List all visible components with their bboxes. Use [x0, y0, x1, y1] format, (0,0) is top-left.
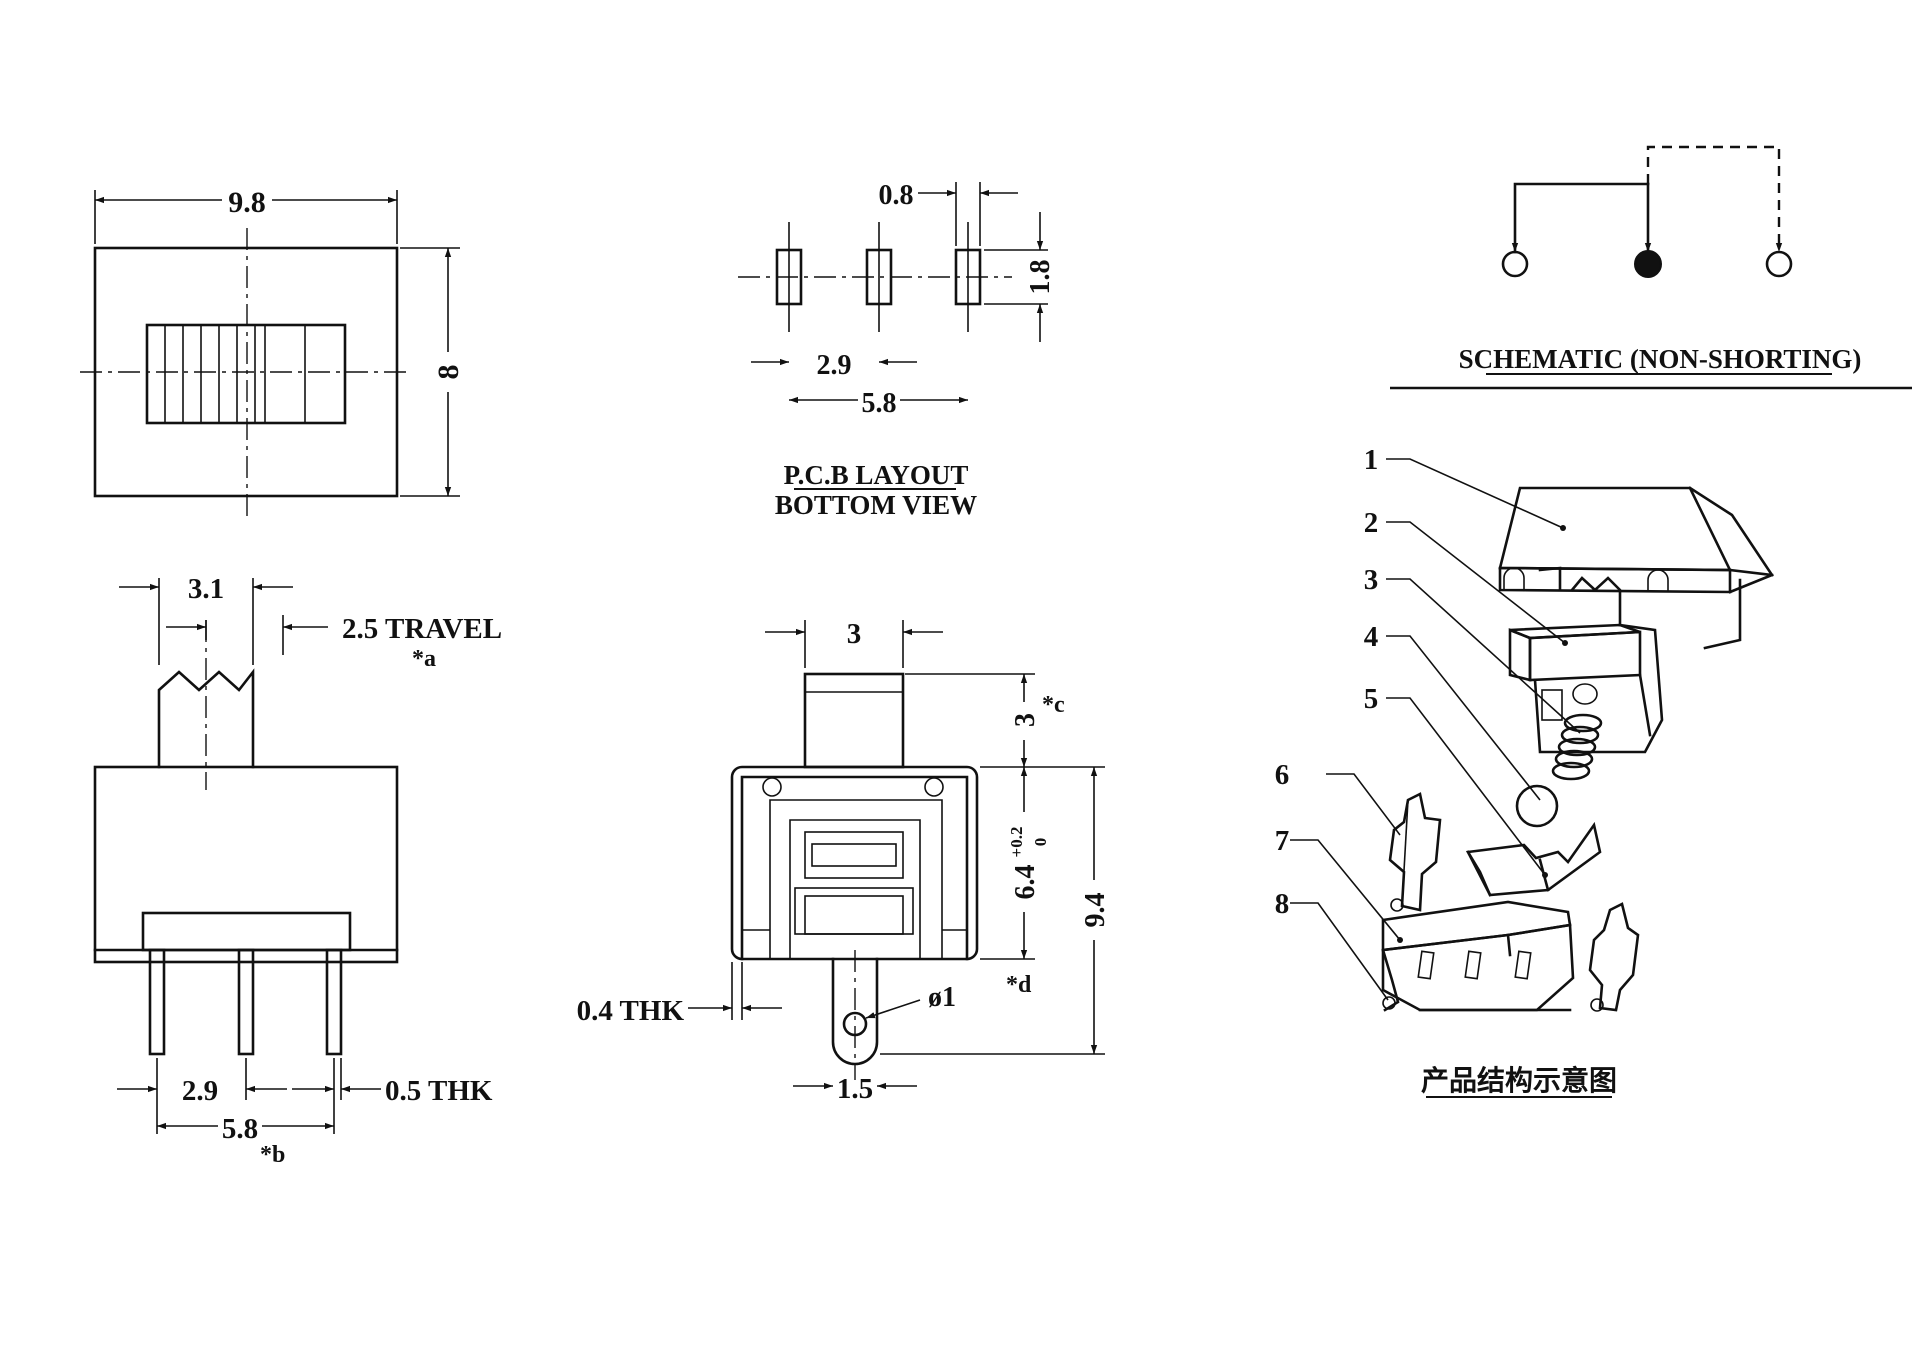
top-width-dim: 9.8: [228, 186, 266, 219]
part-number-6: 6: [1275, 759, 1290, 791]
travel-dim: 2.5 TRAVEL: [342, 613, 502, 645]
front-solder-tab: [831, 957, 879, 1066]
exploded-view: 1 2 3 4 5 6 7 8 产品结构示意图: [1275, 444, 1774, 1098]
side-pin-3: [325, 948, 343, 1056]
pcb-layout: 0.8 1.8 2.9 5.8 P.C.B LAYOUT BOTTOM VIEW: [738, 180, 1056, 520]
side-pin-1: [148, 948, 166, 1056]
pad-height-dim: 1.8: [1025, 260, 1056, 295]
tab-width-dim: 1.5: [837, 1073, 873, 1105]
front-body-height-dim: 6.4: [1010, 865, 1041, 900]
pcb-pitch-dim: 2.9: [817, 350, 852, 381]
part-1-cover: [1498, 486, 1774, 650]
schematic: SCHEMATIC (NON-SHORTING): [1390, 145, 1912, 390]
front-body-tol-upper: +0.2: [1007, 827, 1026, 858]
side-pin-pitch-dim: 2.9: [182, 1075, 218, 1107]
front-shell-inner: [740, 775, 969, 961]
pcb-span-dim: 5.8: [862, 388, 897, 419]
side-view-base-plate: [141, 911, 352, 952]
part-6-terminal: [1388, 792, 1640, 1012]
note-d: *d: [1006, 972, 1032, 998]
note-b: *b: [260, 1142, 285, 1168]
schematic-title: SCHEMATIC (NON-SHORTING): [1459, 344, 1862, 374]
top-height-dim: 8: [432, 365, 465, 380]
common-contact: [1634, 250, 1662, 278]
front-slider: [804, 831, 904, 879]
left-throw-lead: [1511, 182, 1650, 254]
note-a: *a: [412, 646, 436, 672]
structure-title: 产品结构示意图: [1421, 1064, 1617, 1097]
side-view-body: [93, 765, 399, 964]
actuator-grip-ridges: [164, 325, 306, 423]
top-view: 9.8 8: [80, 186, 465, 516]
side-view-actuator: [157, 668, 255, 769]
part-number-7: 7: [1275, 825, 1290, 857]
part-7-base: [1381, 900, 1575, 1012]
front-actuator-width-dim: 3: [847, 618, 862, 650]
part-number-2: 2: [1364, 507, 1379, 539]
pin-thickness-dim: 0.5 THK: [385, 1075, 493, 1107]
side-pin-2: [237, 948, 255, 1056]
left-contact: [1501, 250, 1529, 278]
side-actuator-width-dim: 3.1: [188, 573, 224, 605]
front-actuator-height-dim: 3: [1010, 713, 1041, 727]
side-pin-span-dim: 5.8: [222, 1113, 258, 1145]
part-3-spring: [1551, 713, 1603, 781]
shell-thickness-dim: 0.4 THK: [577, 995, 685, 1027]
pcb-title-line2: BOTTOM VIEW: [775, 490, 977, 520]
hole-dim: ø1: [928, 982, 956, 1013]
front-actuator: [803, 672, 905, 769]
overall-height-dim: 9.4: [1080, 893, 1111, 928]
part-leaders: [1290, 458, 1581, 1001]
note-c: *c: [1042, 692, 1065, 718]
part-4-ball: [1515, 784, 1559, 828]
top-view-actuator: [145, 323, 347, 425]
side-view: 3.1 2.5 TRAVEL *a 2.9 0.5 THK 5.8 *b: [93, 573, 502, 1168]
part-number-1: 1: [1364, 444, 1379, 476]
part-number-4: 4: [1364, 621, 1379, 653]
front-view: 3 3 *c 6.4 +0.2 0 *d 9.4 0.4 THK ø1 1.5: [577, 618, 1111, 1105]
right-throw-lead: [1646, 145, 1783, 252]
part-number-5: 5: [1364, 683, 1379, 715]
part-number-8: 8: [1275, 888, 1290, 920]
part-number-3: 3: [1364, 564, 1379, 596]
pcb-title-line1: P.C.B LAYOUT: [784, 460, 969, 490]
front-body-tol-lower: 0: [1031, 838, 1050, 847]
part-2-slider: [1508, 576, 1664, 754]
pad-width-dim: 0.8: [879, 180, 914, 211]
right-contact: [1765, 250, 1793, 278]
part-8-pin: [1381, 948, 1400, 1012]
